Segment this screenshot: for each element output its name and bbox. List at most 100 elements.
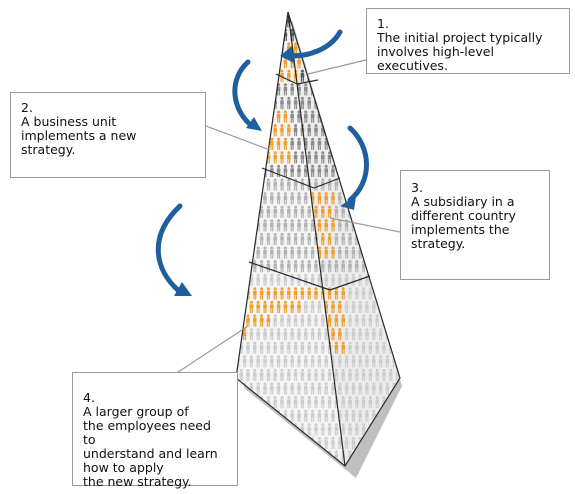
- person-icon: [236, 205, 237, 218]
- person-icon: [327, 15, 332, 28]
- person-icon: [379, 192, 383, 204]
- person-icon: [182, 301, 186, 313]
- person-icon: [216, 192, 220, 204]
- person-icon: [338, 110, 342, 123]
- highlighted-person-icon: [188, 301, 192, 313]
- person-icon: [209, 83, 213, 95]
- person-icon: [249, 164, 254, 177]
- person-icon: [355, 151, 359, 163]
- person-icon: [233, 233, 237, 245]
- person-icon: [192, 342, 196, 354]
- person-icon: [355, 69, 359, 82]
- person-icon: [304, 28, 308, 41]
- person-icon: [188, 247, 192, 259]
- person-icon: [266, 423, 271, 436]
- person-icon: [375, 205, 379, 218]
- person-icon: [239, 205, 243, 218]
- person-icon: [392, 247, 396, 259]
- person-icon: [263, 83, 267, 95]
- person-icon: [222, 138, 226, 150]
- person-icon: [344, 28, 349, 41]
- person-icon: [413, 301, 417, 313]
- person-icon: [222, 29, 226, 41]
- person-icon: [392, 83, 396, 95]
- person-icon: [372, 138, 376, 150]
- person-icon: [263, 56, 267, 68]
- person-icon: [182, 355, 186, 367]
- person-icon: [239, 151, 243, 164]
- person-icon: [372, 137, 376, 150]
- person-icon: [219, 287, 223, 299]
- person-icon: [382, 423, 386, 436]
- person-icon: [267, 124, 271, 136]
- person-icon: [267, 15, 271, 27]
- person-icon: [185, 233, 189, 245]
- highlighted-person-icon: [205, 287, 209, 299]
- person-icon: [321, 69, 325, 82]
- person-icon: [250, 83, 254, 95]
- person-icon: [293, 15, 298, 28]
- person-icon: [395, 232, 400, 245]
- highlighted-person-icon: [199, 315, 203, 327]
- person-icon: [226, 315, 230, 327]
- pyramid-outline: [235, 11, 401, 467]
- person-icon: [239, 232, 243, 245]
- person-icon: [239, 178, 243, 191]
- person-icon: [378, 219, 383, 232]
- person-icon: [362, 124, 366, 136]
- person-icon: [409, 151, 413, 163]
- person-icon: [386, 165, 390, 177]
- person-icon: [260, 15, 264, 27]
- person-icon: [389, 205, 393, 218]
- person-icon: [369, 151, 373, 163]
- person-icon: [253, 423, 257, 435]
- person-icon: [406, 355, 410, 367]
- person-icon: [379, 111, 383, 123]
- person-icon: [348, 151, 352, 163]
- highlighted-person-icon: [226, 287, 230, 299]
- person-icon: [409, 151, 413, 163]
- person-icon: [219, 233, 223, 245]
- person-icon: [209, 219, 213, 231]
- person-icon: [188, 219, 192, 231]
- person-icon: [256, 192, 260, 205]
- person-icon: [233, 342, 237, 354]
- person-icon: [273, 450, 277, 463]
- person-icon: [361, 15, 366, 28]
- person-icon: [209, 138, 213, 150]
- person-icon: [399, 111, 403, 123]
- person-icon: [209, 301, 213, 313]
- person-icon: [242, 273, 247, 286]
- arrows: [155, 29, 369, 296]
- person-icon: [352, 83, 356, 95]
- person-icon: [403, 451, 407, 463]
- person-icon: [310, 56, 315, 69]
- person-icon: [178, 70, 182, 82]
- person-icon: [389, 206, 393, 218]
- person-icon: [212, 179, 216, 191]
- person-icon: [392, 192, 396, 205]
- person-icon: [216, 247, 220, 259]
- person-icon: [260, 70, 264, 82]
- person-icon: [192, 179, 196, 191]
- person-icon: [321, 69, 325, 82]
- person-icon: [331, 83, 335, 96]
- person-icon: [246, 15, 250, 28]
- person-icon: [229, 165, 233, 177]
- person-icon: [395, 396, 400, 409]
- person-icon: [195, 192, 199, 204]
- person-icon: [222, 83, 226, 95]
- person-icon: [226, 287, 230, 299]
- person-icon: [416, 342, 420, 354]
- person-icon: [256, 436, 260, 449]
- person-icon: [385, 246, 390, 259]
- person-icon: [378, 436, 383, 449]
- person-icon: [239, 396, 243, 408]
- person-icon: [287, 450, 291, 463]
- person-icon: [226, 151, 230, 163]
- person-icon: [219, 151, 223, 163]
- person-icon: [226, 15, 230, 27]
- person-icon: [355, 15, 359, 28]
- person-icon: [192, 287, 196, 299]
- person-icon: [216, 328, 220, 340]
